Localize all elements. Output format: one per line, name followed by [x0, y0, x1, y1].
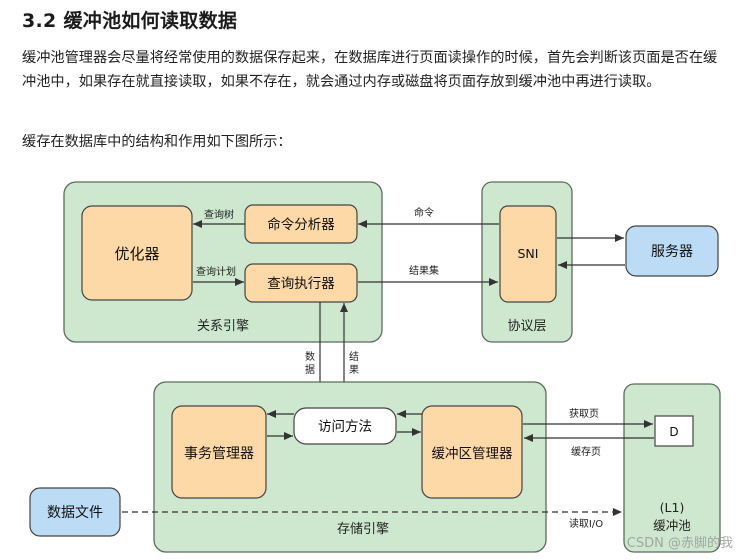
edge-result-set-label: 结果集 — [409, 264, 439, 277]
access-method-label: 访问方法 — [318, 419, 372, 435]
command-analyzer-node: 命令分析器 — [244, 204, 358, 244]
edge-cache-page-label: 缓存页 — [571, 445, 601, 458]
edge-data-label-2: 据 — [305, 363, 315, 376]
section-heading: 3.2 缓冲池如何读取数据 — [22, 10, 238, 32]
query-executor-label: 查询执行器 — [267, 276, 335, 292]
buffer-pool-label-2: 缓冲池 — [653, 518, 691, 533]
data-file-node: 数据文件 — [29, 487, 121, 537]
buffer-pool-diagram: 关系引擎 优化器 命令分析器 查询执行器 查询树 查询计划 协议层 SNI 服务… — [29, 181, 733, 553]
access-method-node: 访问方法 — [293, 407, 397, 445]
diagram-caption: 缓存在数据库中的结构和作用如下图所示： — [22, 134, 292, 150]
edge-get-page-label: 获取页 — [569, 408, 599, 420]
edge-query-plan-label: 查询计划 — [196, 265, 236, 278]
sni-label: SNI — [518, 246, 539, 261]
page-d-node: D — [654, 415, 694, 447]
edge-query-tree-label: 查询树 — [204, 208, 234, 221]
server-label: 服务器 — [651, 244, 693, 260]
edge-result-label-2: 果 — [349, 364, 359, 376]
transaction-manager-label: 事务管理器 — [184, 446, 254, 462]
intro-paragraph: 缓冲池管理器会尽量将经常使用的数据保存起来，在数据库进行页面读操作的时候，首先会… — [22, 50, 718, 90]
watermark: CSDN @赤脚的我 — [627, 535, 733, 551]
buffer-pool-label-1: (L1) — [660, 500, 685, 515]
edge-result-label-1: 结 — [349, 350, 359, 363]
optimizer-node: 优化器 — [81, 205, 193, 301]
buffer-manager-label: 缓冲区管理器 — [432, 446, 513, 462]
buffer-manager-node: 缓冲区管理器 — [421, 405, 523, 499]
edge-read-io-label: 读取I/O — [569, 517, 603, 530]
data-file-label: 数据文件 — [47, 505, 103, 521]
edge-command-label: 命令 — [414, 206, 434, 219]
optimizer-label: 优化器 — [114, 245, 159, 263]
storage-engine-label: 存储引擎 — [337, 522, 389, 537]
transaction-manager-node: 事务管理器 — [171, 405, 267, 499]
server-node: 服务器 — [625, 225, 719, 277]
protocol-layer-label: 协议层 — [507, 319, 546, 334]
edge-data-label-1: 数 — [305, 350, 315, 363]
relation-engine-label: 关系引擎 — [197, 319, 249, 334]
query-executor-node: 查询执行器 — [244, 263, 358, 303]
command-analyzer-label: 命令分析器 — [267, 216, 335, 233]
page-d-label: D — [669, 425, 678, 439]
sni-node: SNI — [499, 205, 557, 303]
buffer-pool-group: (L1) 缓冲池 — [623, 383, 721, 553]
